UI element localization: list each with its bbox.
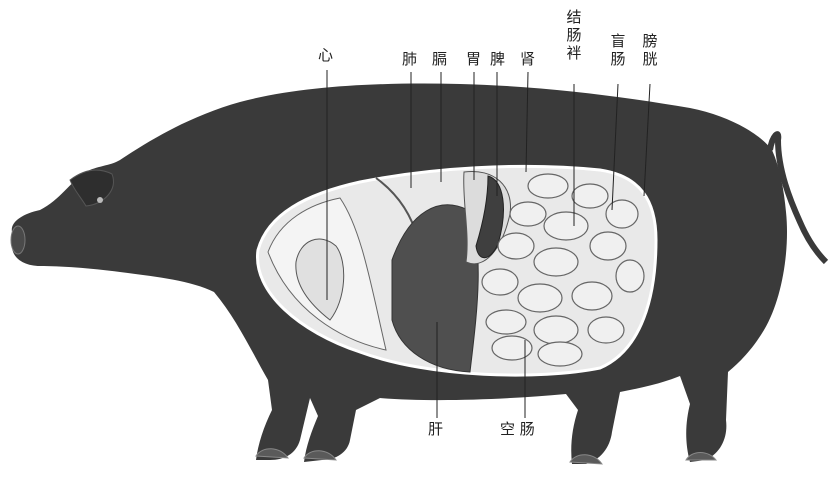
label-spleen: 脾 xyxy=(490,52,505,67)
pig-snout xyxy=(11,226,25,254)
label-cecum: 盲肠 xyxy=(610,32,626,68)
label-jejunum: 空 肠 xyxy=(500,422,535,437)
label-mesocolon: 结肠袢 xyxy=(566,8,582,62)
label-kidney: 肾 xyxy=(520,52,535,67)
label-liver: 肝 xyxy=(428,422,443,437)
label-diaphragm: 膈 xyxy=(432,52,447,67)
pig-eye xyxy=(97,197,103,203)
label-lung: 肺 xyxy=(402,52,417,67)
label-heart: 心 xyxy=(318,48,333,63)
label-stomach: 胃 xyxy=(466,52,481,67)
label-bladder: 膀胱 xyxy=(642,32,658,68)
